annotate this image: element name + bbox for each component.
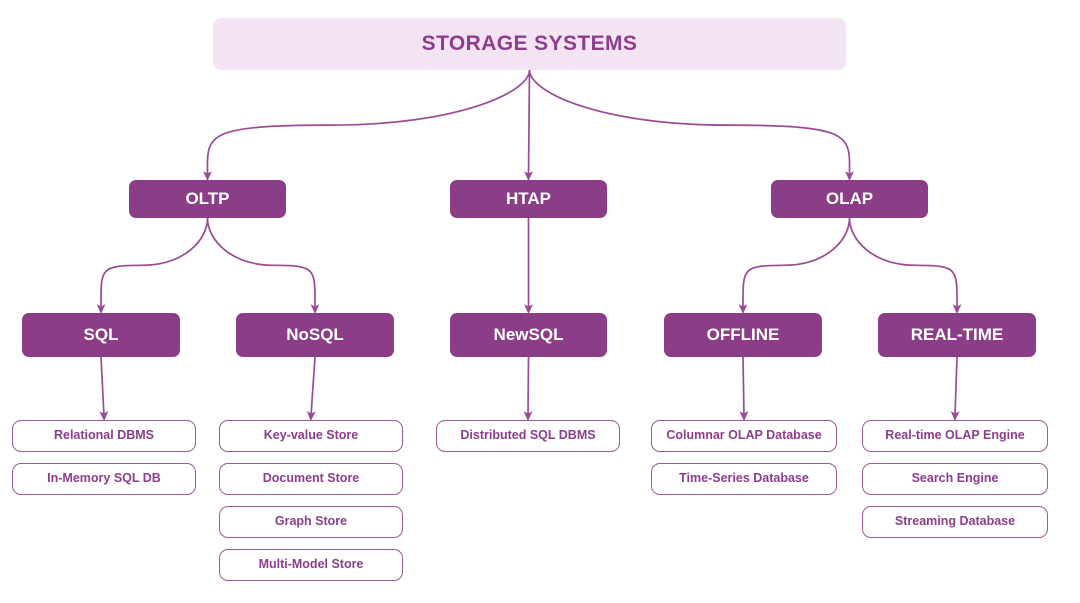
node-newsql: NewSQL (450, 313, 607, 357)
leaf-node: Real-time OLAP Engine (862, 420, 1048, 452)
node-nosql: NoSQL (236, 313, 394, 357)
edge-paths (96, 69, 962, 422)
node-olap: OLAP (771, 180, 928, 218)
leaf-node: In-Memory SQL DB (12, 463, 196, 495)
edge-root-to-htap (524, 69, 533, 182)
edge-root-to-olap (528, 69, 854, 182)
leaf-node: Multi-Model Store (219, 549, 403, 581)
leaf-node: Document Store (219, 463, 403, 495)
node-offline: OFFLINE (664, 313, 822, 357)
edge-newsql-to-newsql-leaves (523, 356, 533, 422)
node-htap: HTAP (450, 180, 607, 218)
leaf-node: Search Engine (862, 463, 1048, 495)
leaf-node: Relational DBMS (12, 420, 196, 452)
leaf-node: Distributed SQL DBMS (436, 420, 620, 452)
edge-olap-to-realtime (848, 217, 962, 315)
edge-nosql-to-nosql-leaves (306, 356, 316, 422)
leaf-node: Streaming Database (862, 506, 1048, 538)
edge-realtime-to-realtime-leaves (950, 356, 960, 422)
node-sql: SQL (22, 313, 180, 357)
edge-oltp-to-sql (96, 217, 209, 315)
edge-olap-to-offline (738, 217, 851, 315)
edge-root-to-oltp (203, 69, 531, 182)
node-oltp: OLTP (129, 180, 286, 218)
edge-sql-to-sql-leaves (99, 356, 109, 422)
edge-offline-to-offline-leaves (739, 356, 749, 422)
leaf-node: Columnar OLAP Database (651, 420, 837, 452)
leaf-node: Key-value Store (219, 420, 403, 452)
leaf-node: Time-Series Database (651, 463, 837, 495)
root-node-storage-systems: STORAGE SYSTEMS (213, 18, 846, 70)
edge-oltp-to-nosql (206, 217, 320, 315)
node-realtime: REAL-TIME (878, 313, 1036, 357)
leaf-node: Graph Store (219, 506, 403, 538)
